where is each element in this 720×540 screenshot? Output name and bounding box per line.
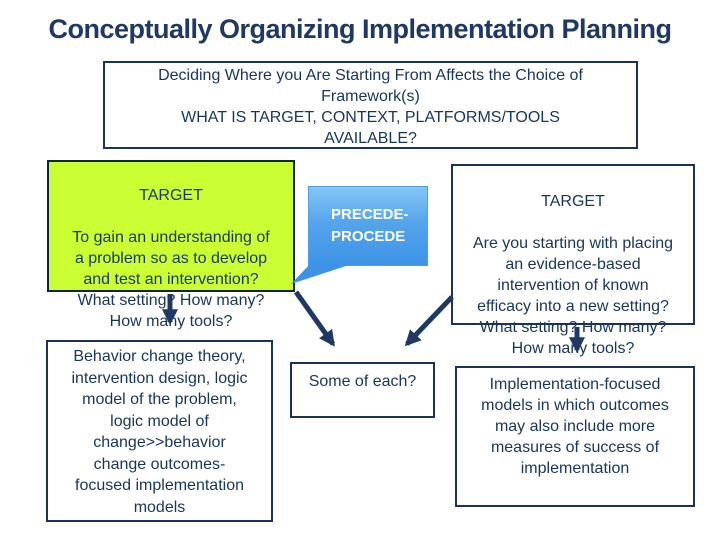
- right-bottom-box: Implementation-focused models in which o…: [455, 366, 695, 507]
- arrow-left-to-middle-icon: [293, 290, 336, 347]
- left-bottom-box: Behavior change theory, intervention des…: [46, 340, 273, 522]
- framing-question-box: Deciding Where you Are Starting From Aff…: [103, 61, 638, 149]
- left-target-box: TARGET To gain an understanding of a pro…: [47, 160, 295, 330]
- right-target-body: Are you starting with placing an evidenc…: [472, 235, 674, 357]
- slide-title: Conceptually Organizing Implementation P…: [48, 14, 672, 44]
- right-target-box: TARGET Are you starting with placing an …: [451, 164, 695, 357]
- precede-procede-callout: PRECEDE- PROCEDE: [308, 186, 428, 266]
- arrow-right-to-middle-icon: [404, 295, 454, 347]
- left-target-body: To gain an understanding of a problem so…: [72, 229, 270, 330]
- middle-bottom-box: Some of each?: [290, 362, 435, 418]
- left-target-heading: TARGET: [139, 187, 203, 204]
- right-target-heading: TARGET: [541, 193, 605, 210]
